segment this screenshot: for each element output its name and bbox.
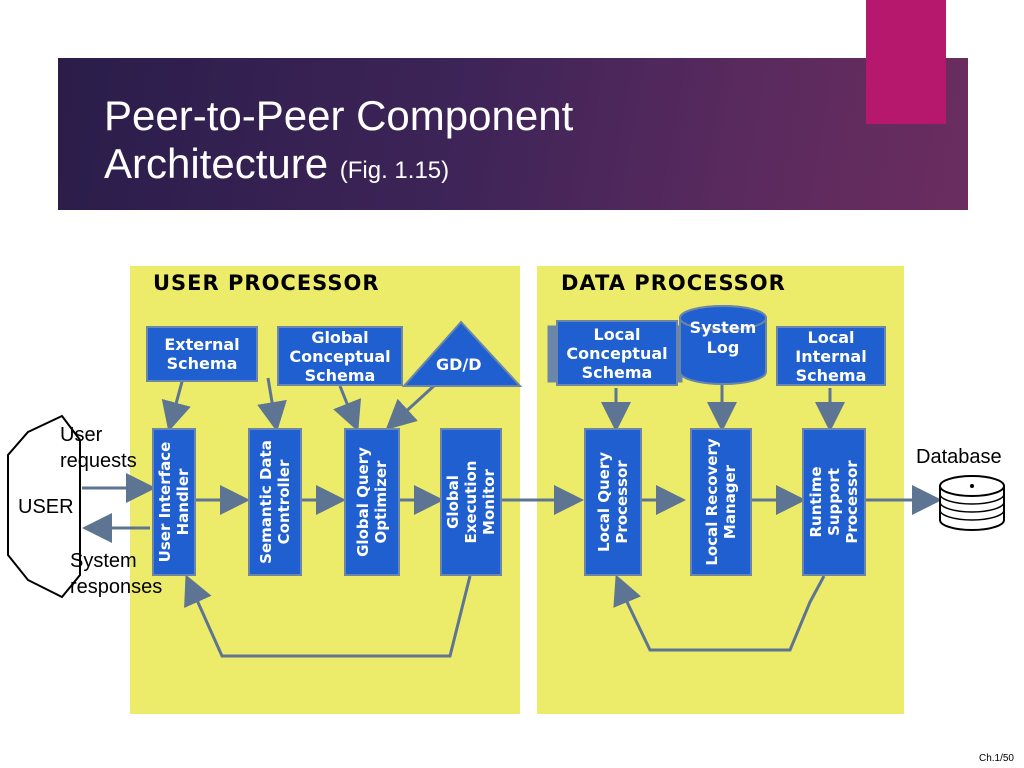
user-octagon: [7, 414, 81, 599]
external-schema-box: External Schema: [146, 326, 258, 382]
title-line-1: Peer-to-Peer Component: [104, 92, 574, 139]
user-label: USER: [18, 496, 74, 518]
title-figure-ref: (Fig. 1.15): [339, 157, 450, 184]
data-processor-heading: DATA PROCESSOR: [561, 271, 786, 295]
database-icon: [939, 475, 1005, 531]
database-label: Database: [916, 446, 1002, 468]
return-loop-user: [184, 574, 472, 658]
global-query-optimizer-box: Global Query Optimizer: [344, 428, 400, 576]
local-recovery-manager-box: Local Recovery Manager: [690, 428, 752, 576]
global-execution-monitor-box: Global Execution Monitor: [440, 428, 502, 576]
runtime-support-processor-label: Runtime Support Processor: [807, 460, 861, 544]
global-query-optimizer-label: Global Query Optimizer: [354, 447, 390, 557]
global-execution-monitor-label: Global Execution Monitor: [444, 460, 498, 544]
local-query-processor-label: Local Query Processor: [595, 451, 631, 553]
user-requests-label: User requests: [60, 424, 137, 472]
user-interface-handler-label: User Interface Handler: [156, 441, 192, 563]
gdd-triangle: [401, 320, 523, 387]
return-loop-data: [613, 574, 826, 652]
local-internal-schema-box: Local Internal Schema: [776, 326, 886, 386]
arrow-schema-to-semantic: [257, 377, 287, 432]
slide-title: Peer-to-Peer Component Architecture (Fig…: [104, 92, 573, 195]
user-interface-handler-box: User Interface Handler: [152, 428, 196, 576]
accent-bar: [866, 0, 946, 124]
local-query-processor-box: Local Query Processor: [584, 428, 642, 576]
semantic-data-controller-label: Semantic Data Controller: [257, 440, 293, 564]
slide-number: Ch.1/50: [978, 753, 1014, 764]
title-banner: [58, 58, 968, 210]
local-conceptual-schema-box: Local Conceptual Schema: [556, 320, 678, 386]
global-conceptual-schema-box: Global Conceptual Schema: [277, 326, 403, 386]
system-responses-label: System responses: [70, 550, 163, 598]
arrow-gdd-to-optimizer: [385, 382, 438, 431]
runtime-support-processor-box: Runtime Support Processor: [802, 428, 866, 576]
local-recovery-manager-label: Local Recovery Manager: [703, 438, 739, 566]
user-processor-heading: USER PROCESSOR: [153, 271, 380, 295]
arrow-external-schema: [161, 377, 191, 432]
system-log-label: System Log: [689, 318, 757, 357]
gdd-label: GD/D: [436, 355, 482, 374]
title-line-2: Architecture: [104, 140, 329, 187]
arrow-schema-to-optimizer: [333, 385, 362, 432]
semantic-data-controller-box: Semantic Data Controller: [248, 428, 302, 576]
